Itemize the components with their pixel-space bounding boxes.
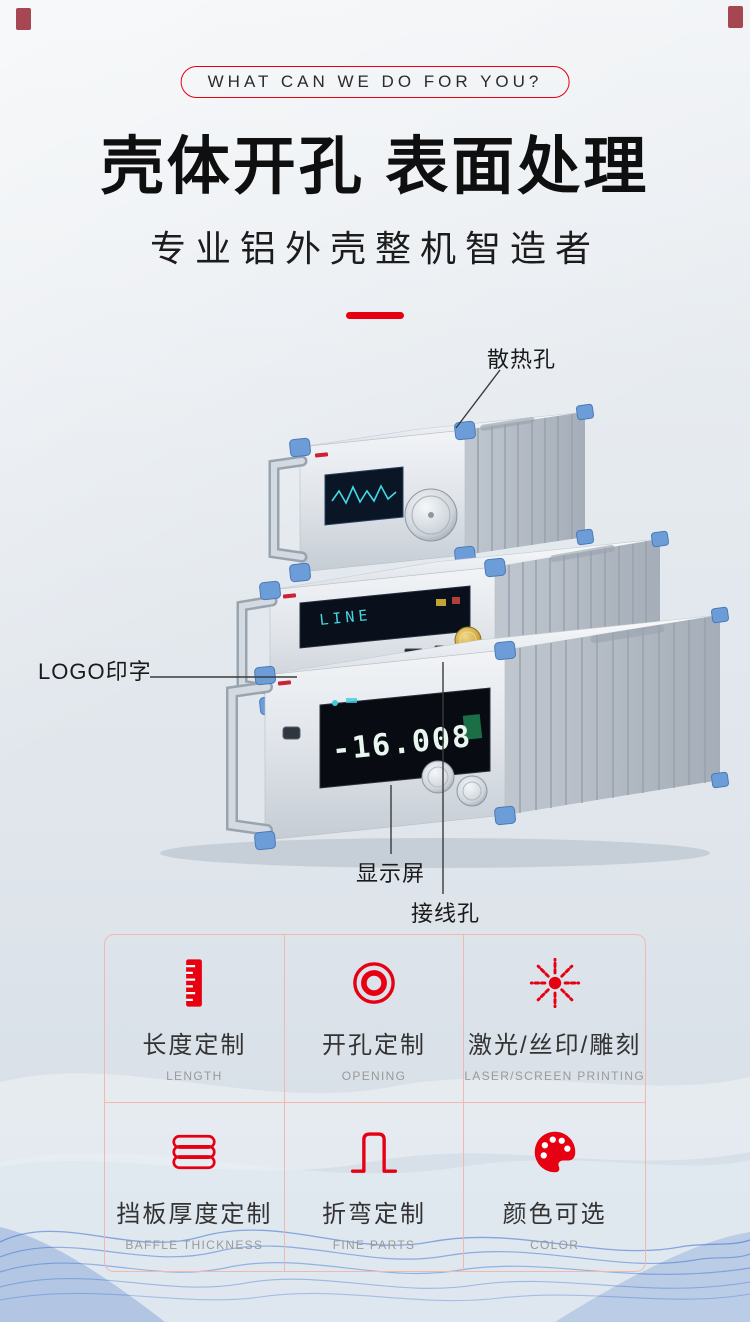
feature-grid: 长度定制 LENGTH 开孔定制 OPENING 激光/丝印/雕刻 [104, 934, 646, 1272]
feature-label-zh: 开孔定制 [321, 1032, 426, 1059]
feature-label-zh: 激光/丝印/雕刻 [467, 1032, 642, 1059]
feature-label-en: FINE PARTS [332, 1237, 416, 1252]
tagline-text: WHAT CAN WE DO FOR YOU? [207, 72, 543, 91]
knob-2 [456, 775, 488, 807]
enclosure-top [268, 403, 595, 583]
laser-icon [529, 957, 580, 1009]
ruler-icon [186, 959, 203, 1007]
feature-label-en: LENGTH [166, 1069, 223, 1083]
corner-decoration-left [16, 8, 31, 30]
power-button [282, 726, 301, 740]
feature-label-en: BAFFLE THICKNESS [125, 1237, 264, 1252]
feature-card-opening: 开孔定制 OPENING [284, 935, 465, 1103]
callout-wiring-holes: 接线孔 [411, 901, 481, 926]
wireframe-waves [0, 1229, 750, 1302]
feature-label-en: LASER/SCREEN PRINTING [464, 1069, 645, 1083]
bend-icon [350, 1131, 398, 1173]
feature-label-zh: 折弯定制 [321, 1200, 426, 1228]
knob-1 [421, 760, 455, 794]
mid-screen-text: LINE [319, 606, 373, 629]
logo-print-bottom [590, 624, 665, 644]
enclosure-bottom: -16.008 [226, 606, 730, 851]
feature-label-en: OPENING [341, 1069, 407, 1083]
digit-display [319, 687, 491, 789]
feature-card-laser: 激光/丝印/雕刻 LASER/SCREEN PRINTING [464, 935, 645, 1103]
corner-protectors-bottom [254, 606, 730, 851]
feature-label-zh: 颜色可选 [502, 1200, 607, 1228]
corner-decoration-right [728, 6, 743, 28]
palette-icon [534, 1131, 575, 1172]
feature-label-zh: 挡板厚度定制 [116, 1200, 273, 1228]
feature-label-en: COLOR [530, 1237, 580, 1252]
feature-card-baffle: 挡板厚度定制 BAFFLE THICKNESS [105, 1103, 285, 1271]
heat-fins-top [477, 414, 573, 553]
feature-card-length: 长度定制 LENGTH [105, 935, 285, 1103]
page-title: 壳体开孔 表面处理 [100, 132, 650, 202]
enclosures-image: LINE [160, 403, 730, 868]
red-divider [346, 312, 404, 319]
opening-hole-icon [353, 962, 395, 1004]
floor-shadow [160, 838, 710, 868]
feature-label-zh: 长度定制 [142, 1032, 247, 1059]
layers-icon [172, 1134, 216, 1169]
page-subtitle: 专业铝外壳整机智造者 [149, 228, 600, 269]
handle-top [268, 455, 308, 563]
callout-heat-holes: 散热孔 [487, 347, 557, 372]
waveform [331, 484, 397, 505]
heat-fins-bottom [519, 618, 706, 813]
logo-print-middle [550, 544, 615, 563]
feature-card-bending: 折弯定制 FINE PARTS [285, 1103, 465, 1271]
tagline-pill: WHAT CAN WE DO FOR YOU? [180, 66, 570, 98]
product-illustration: LINE [120, 385, 730, 875]
feature-card-color: 颜色可选 COLOR [464, 1103, 645, 1271]
